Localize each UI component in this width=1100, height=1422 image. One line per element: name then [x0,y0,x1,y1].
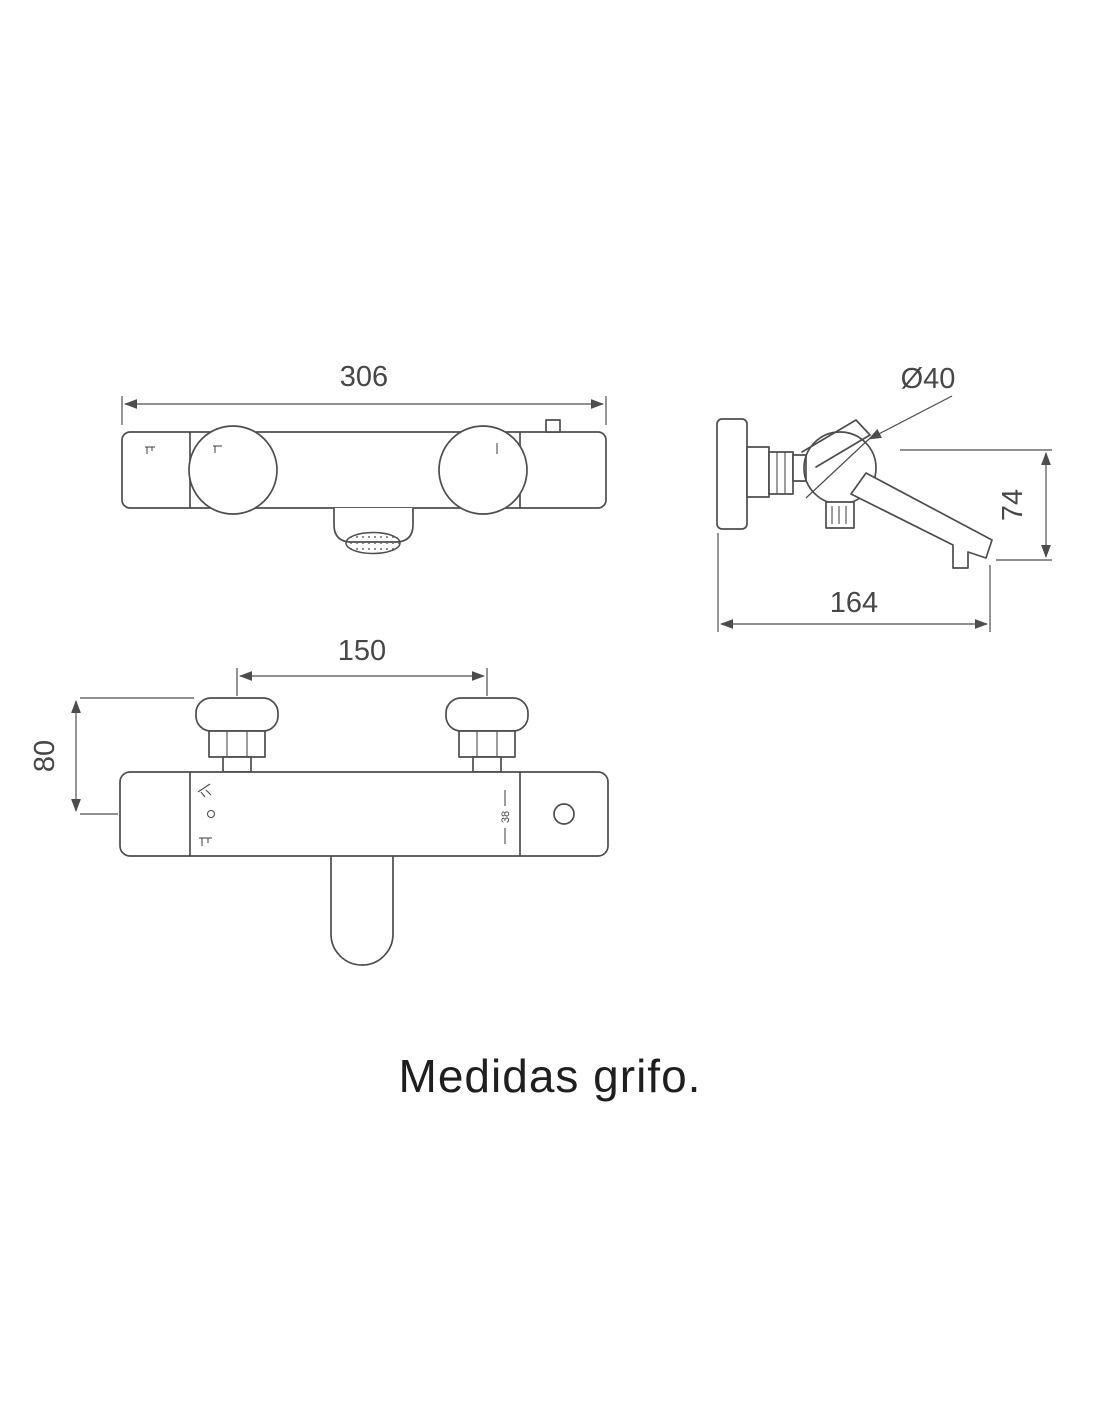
shower-icon [197,783,212,798]
dim-inlet-spacing-label: 150 [338,635,386,667]
spout-side [850,472,993,569]
temperature-mark-icon [145,446,155,454]
union-nut [768,451,794,495]
diverter-button [545,419,561,433]
dim-plan-height-label: 80 [29,740,61,772]
front-view: 306 [121,361,607,555]
tap-icon [199,837,212,846]
temp-stop-label: 38 [500,811,512,823]
dim-plan-height: 80 [29,697,194,815]
union-link [792,454,807,482]
left-inlet-assembly [195,697,279,773]
dim-front-width: 306 [121,361,607,425]
right-inlet-assembly [445,697,529,773]
dim-front-width-label: 306 [340,361,388,393]
dim-side-depth: 164 [717,533,991,632]
shower-outlet-side [825,501,855,529]
diverter-knob-plan [553,803,575,825]
dim-inlet-spacing: 150 [236,635,488,696]
dim-diameter-label: Ø40 [901,363,956,395]
dim-side-depth-label: 164 [830,587,878,619]
drawing-title: Medidas grifo. [399,1050,702,1102]
plan-view: 150 [29,635,609,966]
dim-side-height: 74 [900,449,1052,561]
temp-stop-marks: 38 [500,790,512,844]
faucet-body-plan [119,771,609,857]
handle-side [801,419,871,468]
dim-side-height-label: 74 [997,489,1029,521]
right-handle-front [438,425,528,515]
side-view: Ø40 74 [716,363,1052,632]
dim-diameter: Ø40 [805,363,956,499]
left-handle-front [188,425,278,515]
aerator-face [345,531,401,555]
left-handle-mark-icon [213,445,222,453]
union-stem [746,446,770,498]
indicator-dot [206,809,216,819]
wall-plate-side [716,418,748,530]
spout-plan [330,856,394,966]
